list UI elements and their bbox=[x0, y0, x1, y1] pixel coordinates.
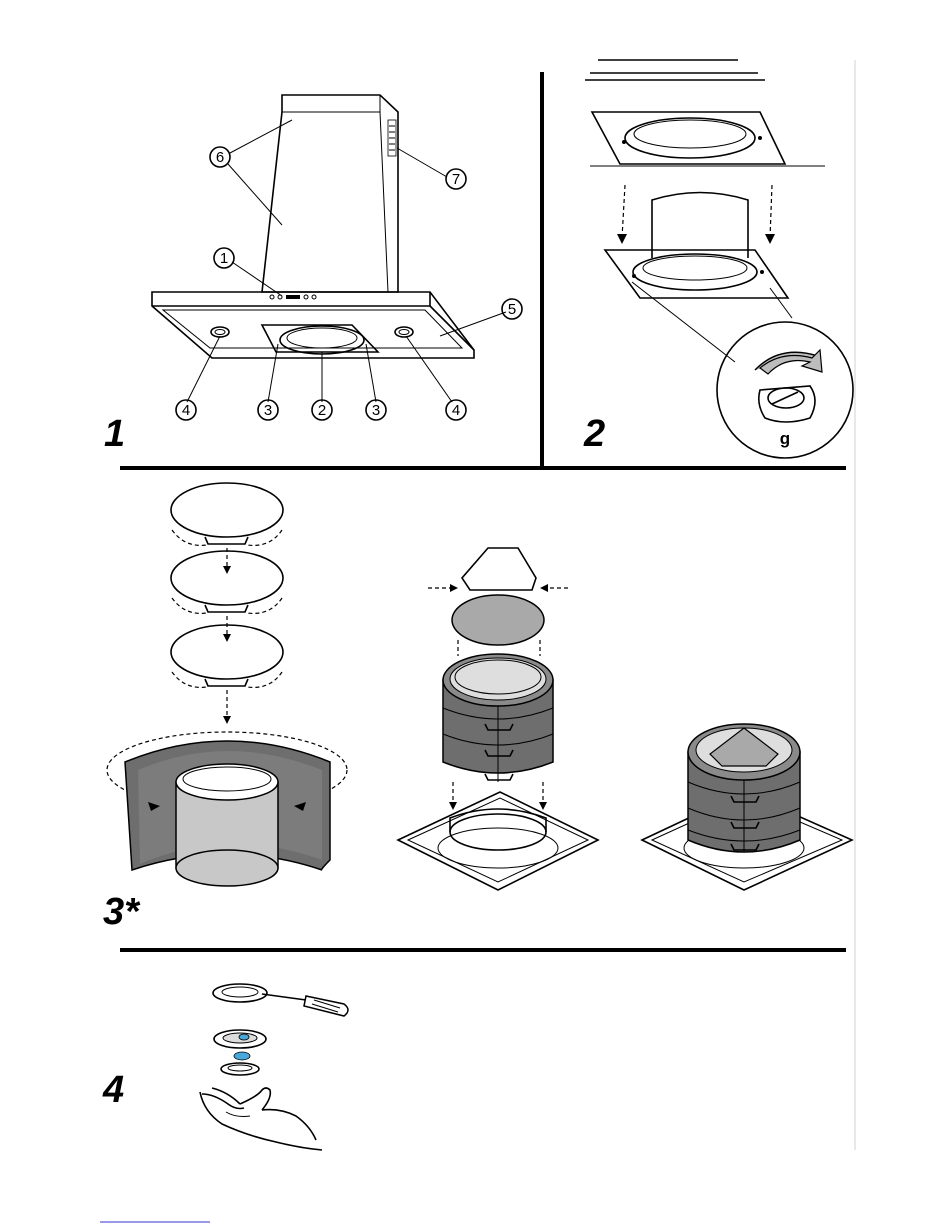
callout-6: 6 bbox=[210, 147, 230, 167]
svg-text:5: 5 bbox=[508, 301, 516, 318]
svg-text:1: 1 bbox=[220, 250, 228, 267]
figure-2-number: 2 bbox=[583, 413, 605, 455]
callout-2: 2 bbox=[312, 400, 332, 420]
control-panel bbox=[270, 295, 316, 299]
svg-text:4: 4 bbox=[182, 402, 190, 419]
svg-text:7: 7 bbox=[452, 171, 460, 188]
wrap-filter-around-duct bbox=[107, 732, 347, 886]
svg-text:3: 3 bbox=[264, 402, 272, 419]
figure-1-hood-diagram: 6 7 1 5 4 3 2 3 bbox=[104, 95, 522, 455]
figure-4-number: 4 bbox=[102, 1069, 124, 1111]
figure-2-filter-removal: g 2 bbox=[583, 60, 853, 458]
filter-stack-assembled bbox=[642, 724, 852, 890]
callout-1: 1 bbox=[214, 248, 234, 268]
figure-3-charcoal-filter-assembly: 3* bbox=[103, 483, 852, 933]
callout-3-right: 3 bbox=[366, 400, 386, 420]
figure-4-lamp-replacement: 4 bbox=[102, 984, 348, 1150]
ring-stack-left bbox=[171, 483, 283, 724]
vent-grille bbox=[388, 120, 396, 156]
detail-label-g: g bbox=[780, 429, 790, 448]
svg-text:3: 3 bbox=[372, 402, 380, 419]
svg-text:2: 2 bbox=[318, 402, 326, 419]
figure-1-number: 1 bbox=[104, 413, 125, 455]
callout-3-left: 3 bbox=[258, 400, 278, 420]
callout-4-left: 4 bbox=[176, 400, 196, 420]
svg-text:6: 6 bbox=[216, 149, 224, 166]
filter-stack-exploded bbox=[398, 548, 598, 890]
svg-text:4: 4 bbox=[452, 402, 460, 419]
callout-4-right: 4 bbox=[446, 400, 466, 420]
figure-3-number: 3* bbox=[103, 891, 141, 933]
callout-7: 7 bbox=[446, 169, 466, 189]
callout-5: 5 bbox=[502, 299, 522, 319]
